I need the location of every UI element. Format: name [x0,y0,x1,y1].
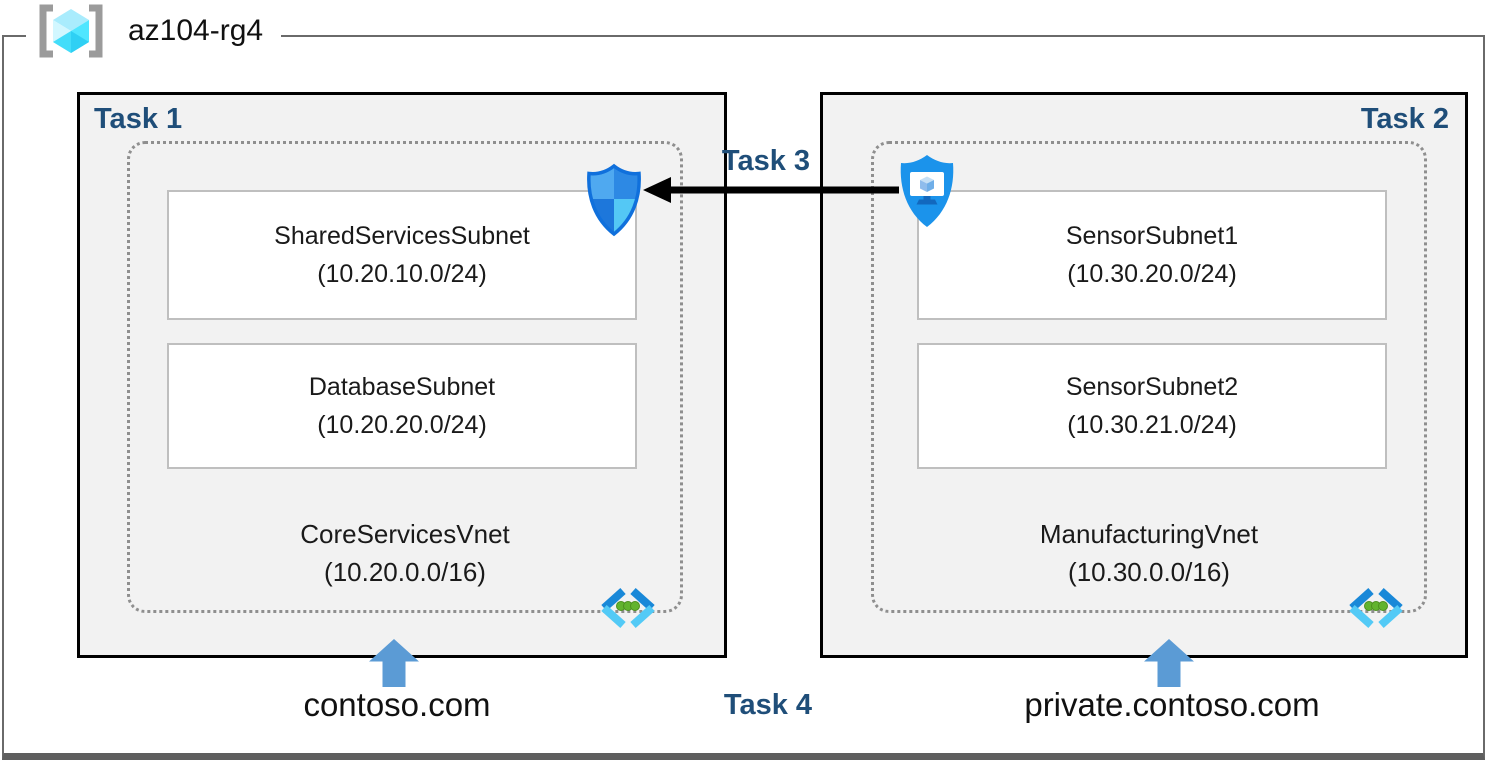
manufacturing-vnet-boundary [871,141,1427,613]
subnet-cidr: (10.20.20.0/24) [317,411,487,439]
vnet-name: ManufacturingVnet [1039,519,1259,549]
subnet-cidr: (10.30.21.0/24) [1067,411,1237,439]
resource-group-legend: az104-rg4 [26,0,282,62]
dns-zone-contoso: contoso.com [303,686,491,723]
subnet-sensor2: SensorSubnet2 (10.30.21.0/24) [917,343,1387,469]
network-security-group-icon [587,163,641,237]
subnet-name: SensorSubnet2 [1065,373,1239,401]
subnet-database: DatabaseSubnet (10.20.20.0/24) [167,343,637,469]
subnet-sharedservices: SharedServicesSubnet (10.20.10.0/24) [167,190,637,320]
resource-group-frame [2,35,1485,760]
subnet-cidr: (10.20.10.0/24) [317,260,487,288]
task1-label: Task 1 [94,103,183,135]
virtual-network-icon [601,588,655,628]
resource-group-icon [39,4,103,58]
coreservices-vnet-boundary [127,141,683,613]
bastion-icon [900,155,954,227]
subnet-name: SharedServicesSubnet [274,222,530,250]
dns-zone-private-contoso: private.contoso.com [1024,686,1320,723]
task1-box-coreservices: Task 1 SharedServicesSubnet (10.20.10.0/… [77,92,727,658]
subnet-name: DatabaseSubnet [308,373,496,401]
subnet-name: SensorSubnet1 [1065,222,1239,250]
resource-group-title: az104-rg4 [128,14,264,47]
task2-label: Task 2 [1360,103,1449,135]
subnet-sensor1: SensorSubnet1 (10.30.20.0/24) [917,190,1387,320]
vnet-cidr: (10.20.0.0/16) [324,557,486,587]
task4-label: Task 4 [723,689,813,721]
coreservices-vnet-caption: CoreServicesVnet (10.20.0.0/16) [127,515,683,591]
virtual-network-icon [1349,588,1403,628]
vnet-cidr: (10.30.0.0/16) [1068,557,1230,587]
vnet-name: CoreServicesVnet [300,519,510,549]
manufacturing-vnet-caption: ManufacturingVnet (10.30.0.0/16) [871,515,1427,591]
peering-left-arrow [643,177,899,203]
subnet-cidr: (10.30.20.0/24) [1067,260,1237,288]
task3-label: Task 3 [721,145,811,177]
